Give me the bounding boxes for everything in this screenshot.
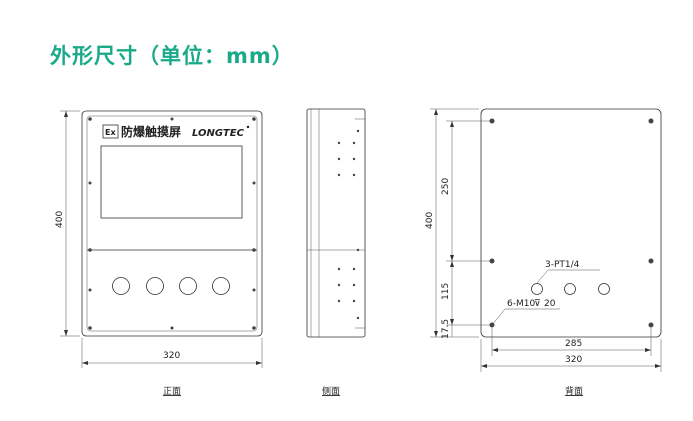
front-height-dimension — [60, 110, 80, 337]
note-m10: 6-M10 — [507, 299, 535, 309]
back-outline — [480, 108, 662, 338]
ex-mark: Ex — [105, 128, 116, 137]
back-vertical-dimensions — [430, 108, 490, 338]
brand-en: LONGTEC — [192, 128, 245, 139]
port-3 — [598, 283, 610, 295]
back-mounting-holes — [489, 118, 654, 328]
front-height-label: 400 — [55, 211, 65, 228]
front-buttons — [112, 277, 230, 295]
front-caption: 正面 — [163, 386, 181, 397]
dim-285-label: 285 — [565, 339, 582, 349]
dim-17-5-label: 17.5 — [441, 319, 451, 339]
display-window — [100, 145, 243, 219]
port-1 — [531, 283, 543, 295]
page-title: 外形尺寸（单位：mm） — [50, 44, 294, 68]
depth-symbol: ⊽ — [534, 299, 541, 309]
side-caption: 侧面 — [322, 385, 340, 397]
port-2 — [564, 283, 576, 295]
front-view: Ex 防爆触摸屏 LONGTEC 400 320 正面 — [55, 110, 263, 397]
dim-115-label: 115 — [441, 283, 451, 300]
button-hole-4 — [212, 277, 230, 295]
front-inner-frame — [86, 115, 258, 332]
front-bolts — [88, 117, 256, 330]
button-hole-1 — [112, 277, 130, 295]
back-view: 3-PT1/4 6-M10 ⊽ 20 400 250 115 17.5 — [425, 108, 662, 397]
side-bolts — [337, 129, 360, 320]
back-height-label: 400 — [425, 212, 435, 229]
note-pt: 3-PT1/4 — [545, 260, 580, 270]
side-view: 侧面 — [306, 108, 366, 397]
front-outer-frame — [81, 110, 263, 337]
note-depth: 20 — [544, 299, 556, 309]
front-width-label: 320 — [163, 351, 180, 361]
dim-320-label: 320 — [565, 355, 582, 365]
button-hole-3 — [179, 277, 197, 295]
ex-mark-box — [102, 124, 119, 139]
front-width-dimension — [81, 338, 263, 368]
registered-dot — [246, 125, 250, 129]
back-caption: 背面 — [565, 385, 583, 397]
side-outline — [306, 108, 366, 338]
back-ports — [531, 283, 610, 295]
back-horizontal-dimensions — [480, 328, 662, 372]
button-hole-2 — [146, 277, 164, 295]
dim-250-label: 250 — [441, 178, 451, 195]
brand-cn: 防爆触摸屏 — [121, 124, 181, 139]
